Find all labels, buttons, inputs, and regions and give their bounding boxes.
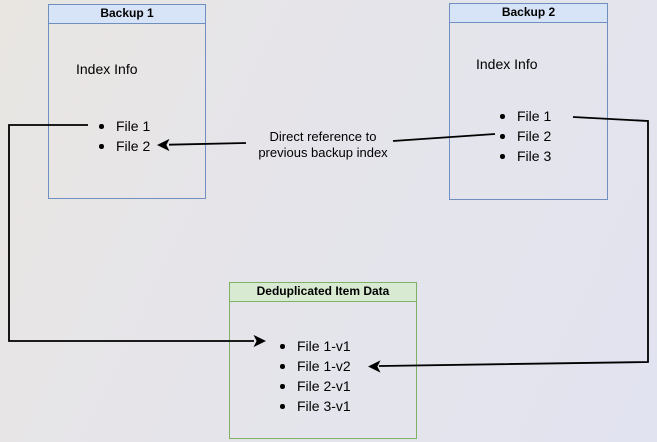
node-deduplicated-item-data: Deduplicated Item Data File 1-v1 File 1-… (229, 282, 417, 439)
backup-2-file-list: File 1 File 2 File 3 (500, 106, 551, 166)
node-backup-2-subtitle: Index Info (476, 56, 538, 72)
edge-label-direct-reference: Direct reference to previous backup inde… (238, 129, 408, 161)
edge-label-line2: previous backup index (258, 145, 388, 160)
node-backup-1: Backup 1 Index Info File 1 File 2 (48, 4, 206, 199)
list-item: File 2-v1 (280, 376, 351, 396)
list-item: File 3 (500, 146, 551, 166)
backup-1-file-list: File 1 File 2 (99, 116, 150, 156)
list-item: File 1-v2 (280, 356, 351, 376)
node-backup-2: Backup 2 Index Info File 1 File 2 File 3 (449, 3, 608, 200)
list-item: File 2 (500, 126, 551, 146)
list-item: File 1 (500, 106, 551, 126)
edge-label-line1: Direct reference to (269, 129, 377, 144)
node-dedup-title: Deduplicated Item Data (230, 283, 416, 302)
list-item: File 1 (99, 116, 150, 136)
list-item: File 1-v1 (280, 336, 351, 356)
list-item: File 3-v1 (280, 396, 351, 416)
node-backup-2-title: Backup 2 (450, 4, 607, 23)
node-backup-1-title: Backup 1 (49, 5, 205, 24)
dedup-file-list: File 1-v1 File 1-v2 File 2-v1 File 3-v1 (280, 336, 351, 416)
list-item: File 2 (99, 136, 150, 156)
node-backup-1-subtitle: Index Info (76, 61, 138, 77)
